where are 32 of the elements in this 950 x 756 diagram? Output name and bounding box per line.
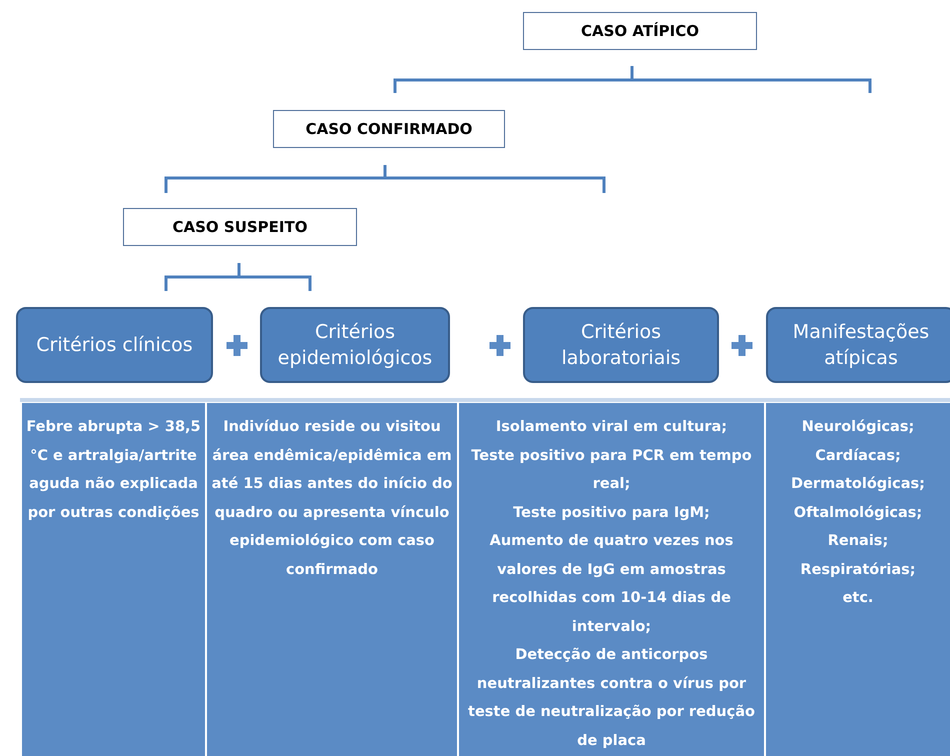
criteria-text: Respiratórias; — [799, 560, 917, 580]
case-title: CASO SUSPEITO — [172, 218, 308, 236]
criteria-text: etc. — [842, 589, 874, 608]
case-title: CASO ATÍPICO — [581, 22, 699, 40]
case-title-box — [273, 110, 505, 148]
criteria-column — [22, 403, 205, 756]
criteria-text: Isolamento viral em cultura; — [494, 418, 728, 437]
criteria-text: Dermatológicas; — [790, 475, 926, 494]
criteria-text: Indivíduo reside ou visitou área endêmica/epidêmica em até 15 dias antes do início do quadro ou apresenta vínculo epidemiológico com caso confirmado — [211, 418, 453, 580]
criteria-text: Aumento de quatro vezes nos valores de IgG em amostras recolhidas com 10-14 dias de intervalo; — [488, 532, 734, 636]
header-text: Critérios laboratoriais — [560, 320, 682, 371]
header-text: Manifestações atípicas — [792, 320, 930, 371]
criteria-column — [766, 403, 950, 756]
header-text: Critérios epidemiológicos — [276, 320, 434, 371]
criteria-text: Cardíacas; — [814, 446, 902, 466]
case-title-box — [123, 208, 357, 246]
criteria-header — [523, 307, 719, 383]
criteria-header — [260, 307, 450, 383]
criteria-header — [766, 307, 950, 383]
case-title-box — [523, 12, 757, 50]
header-text: Critérios clínicos — [36, 333, 193, 358]
criteria-text: Febre abrupta > 38,5 °C e artralgia/artrite aguda não explicada por outras condições — [26, 418, 201, 522]
criteria-header — [16, 307, 213, 383]
criteria-column — [207, 403, 457, 756]
criteria-text: Detecção de anticorpos neutralizantes contra o vírus por teste de neutralização por redução de placa — [467, 646, 756, 750]
criteria-text: Teste positivo para PCR em tempo real; — [470, 446, 753, 494]
criteria-text: Oftalmológicas; — [792, 504, 924, 522]
criteria-column — [459, 403, 764, 756]
criteria-text: Renais; — [826, 532, 890, 551]
case-title: CASO CONFIRMADO — [306, 120, 472, 138]
criteria-text: Neurológicas; — [800, 418, 916, 437]
criteria-text: Teste positivo para IgM; — [512, 504, 711, 522]
